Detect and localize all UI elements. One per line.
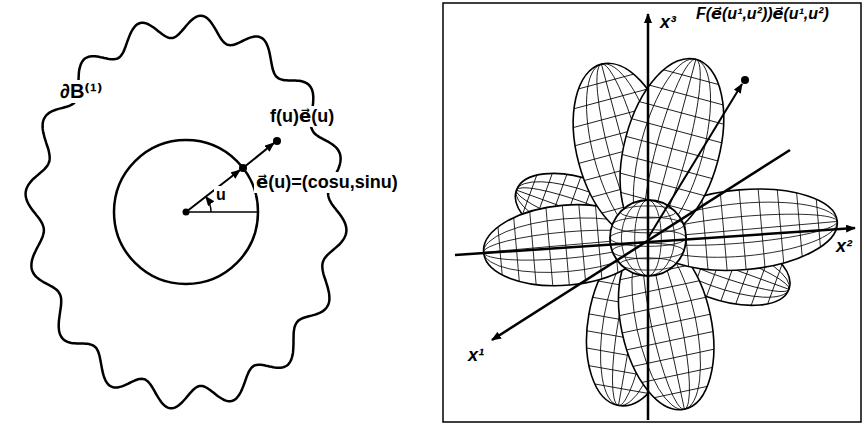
axis-label: x¹ xyxy=(466,345,486,366)
mesh-line xyxy=(720,192,727,270)
mesh-line xyxy=(664,70,719,85)
angle-label: u xyxy=(214,186,228,204)
mesh-line xyxy=(579,74,634,89)
unit-vector xyxy=(186,170,240,212)
wavy-boundary xyxy=(26,16,347,408)
mesh-line xyxy=(758,189,765,267)
mesh-line xyxy=(522,175,536,214)
axis-label: x² xyxy=(834,236,854,257)
boundary-label: ∂B⁽¹⁾ xyxy=(58,80,105,103)
unit-circle xyxy=(114,140,258,284)
axis-x2 xyxy=(455,228,855,255)
mesh-line xyxy=(627,332,713,350)
vector-definition: e⃗(u)=(cosu,sinu) xyxy=(254,172,400,193)
mesh-line xyxy=(562,205,569,285)
axis-x3 xyxy=(647,14,650,420)
axis-label: x³ xyxy=(658,12,678,33)
mesh-line xyxy=(622,314,710,333)
axis-x1 xyxy=(492,150,790,340)
mesh-line xyxy=(777,190,783,263)
mesh-line xyxy=(650,85,723,105)
mesh-line xyxy=(619,297,705,315)
mesh-line xyxy=(739,190,746,270)
mesh-line xyxy=(626,136,718,161)
mesh-line xyxy=(702,197,708,270)
mesh-line xyxy=(816,199,820,247)
mesh-line xyxy=(620,173,704,196)
boundary-point xyxy=(273,137,281,145)
planar-star-domain xyxy=(26,16,347,408)
vector-label: f(u)e⃗(u) xyxy=(268,106,336,127)
surface-label: F(e⃗(u¹,u²))e⃗(u¹,u²) xyxy=(694,5,831,23)
mesh-line xyxy=(579,205,586,283)
surface-point xyxy=(741,76,749,84)
scaled-vector xyxy=(243,143,274,168)
mesh-line xyxy=(595,384,648,393)
mesh-line xyxy=(530,212,536,285)
mesh-line xyxy=(633,349,714,366)
mesh-line xyxy=(546,208,553,286)
mesh-line xyxy=(595,206,601,279)
mesh-line xyxy=(654,386,707,397)
center-dot xyxy=(183,209,190,216)
reference-radius xyxy=(186,211,258,213)
mesh-line xyxy=(642,367,712,382)
panel-frame xyxy=(443,3,861,422)
circle-point xyxy=(239,164,247,172)
axes xyxy=(455,14,855,420)
mesh-line xyxy=(639,102,723,125)
direction-vector xyxy=(648,84,742,238)
mesh-line xyxy=(797,193,803,257)
mesh-line xyxy=(622,154,712,178)
mesh-line xyxy=(768,264,782,303)
mesh-line xyxy=(619,281,700,298)
angle-arc xyxy=(206,197,211,212)
